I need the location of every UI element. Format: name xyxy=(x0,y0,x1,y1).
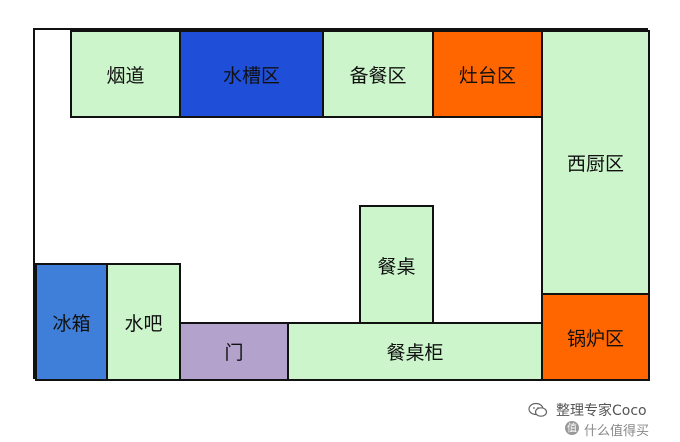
zone-sink: 水槽区 xyxy=(179,30,324,118)
zone-sink-label: 水槽区 xyxy=(222,64,280,87)
zone-fridge-label: 冰箱 xyxy=(52,312,91,335)
zone-chimney: 烟道 xyxy=(70,30,181,118)
wechat-icon xyxy=(528,402,548,417)
zone-stove: 灶台区 xyxy=(432,30,543,118)
zone-water-bar: 水吧 xyxy=(106,263,181,381)
zone-fridge: 冰箱 xyxy=(35,263,108,381)
zone-prep: 备餐区 xyxy=(322,30,434,118)
smzdm-logo-icon: 值 xyxy=(565,421,579,435)
svg-text:值: 值 xyxy=(567,422,577,435)
watermark: 整理专家Coco 值 什么值得买 xyxy=(528,400,678,440)
zone-door: 门 xyxy=(179,322,289,381)
zone-dining-cabinet-label: 餐桌柜 xyxy=(386,342,444,364)
watermark-site: 什么值得买 xyxy=(584,424,650,439)
zone-dining-table: 餐桌 xyxy=(359,205,434,325)
zone-door-label: 门 xyxy=(224,342,244,364)
zone-water-bar-label: 水吧 xyxy=(124,312,163,335)
zone-dining-table-label: 餐桌 xyxy=(377,255,416,278)
zone-dining-cabinet: 餐桌柜 xyxy=(287,322,543,381)
zone-western-kitchen: 西厨区 xyxy=(541,30,650,295)
zone-stove-label: 灶台区 xyxy=(458,64,516,87)
zone-western-kitchen-label: 西厨区 xyxy=(566,153,624,175)
zone-boiler-label: 锅炉区 xyxy=(566,327,624,350)
zone-chimney-label: 烟道 xyxy=(106,64,145,87)
zone-prep-label: 备餐区 xyxy=(349,64,407,87)
watermark-author: 整理专家Coco xyxy=(556,403,647,419)
zone-boiler: 锅炉区 xyxy=(541,293,650,381)
floor-plan: 烟道 水槽区 备餐区 灶台区 西厨区 餐桌 冰箱 水吧 门 餐桌柜 锅炉区 xyxy=(33,28,650,381)
